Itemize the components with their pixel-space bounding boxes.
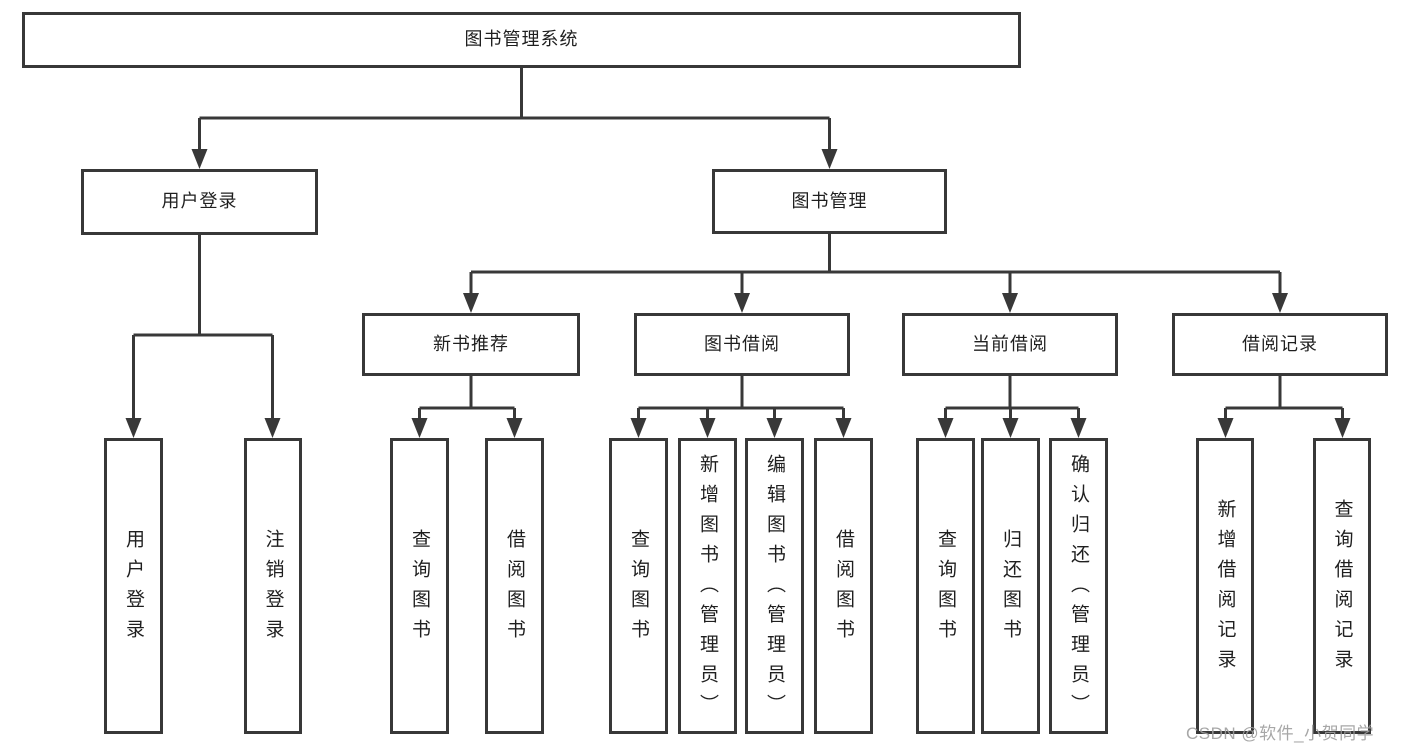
node-book-borrow: 图书借阅 (634, 313, 850, 376)
node-current-borrow: 当前借阅 (902, 313, 1118, 376)
node-book-management: 图书管理 (712, 169, 947, 234)
leaf-return-book: 归还图书 (981, 438, 1040, 734)
leaf-confirm-return-admin: 确认归还（管理员） (1049, 438, 1108, 734)
node-library-system: 图书管理系统 (22, 12, 1021, 68)
csdn-watermark: CSDN @软件_小贺同学 (1186, 724, 1375, 743)
leaf-query-book-recommend: 查询图书 (390, 438, 449, 734)
node-new-book-recommend: 新书推荐 (362, 313, 580, 376)
leaf-edit-book-admin: 编辑图书（管理员） (745, 438, 804, 734)
node-user-login: 用户登录 (81, 169, 318, 235)
leaf-borrow-book-recommend: 借阅图书 (485, 438, 544, 734)
leaf-query-borrow-record: 查询借阅记录 (1313, 438, 1371, 734)
node-borrow-record: 借阅记录 (1172, 313, 1388, 376)
leaf-add-book-admin: 新增图书（管理员） (678, 438, 737, 734)
leaf-borrow-book: 借阅图书 (814, 438, 873, 734)
leaf-query-book-current: 查询图书 (916, 438, 975, 734)
leaf-user-login: 用户登录 (104, 438, 163, 734)
leaf-query-book-borrow: 查询图书 (609, 438, 668, 734)
leaf-add-borrow-record: 新增借阅记录 (1196, 438, 1254, 734)
leaf-logout: 注销登录 (244, 438, 302, 734)
